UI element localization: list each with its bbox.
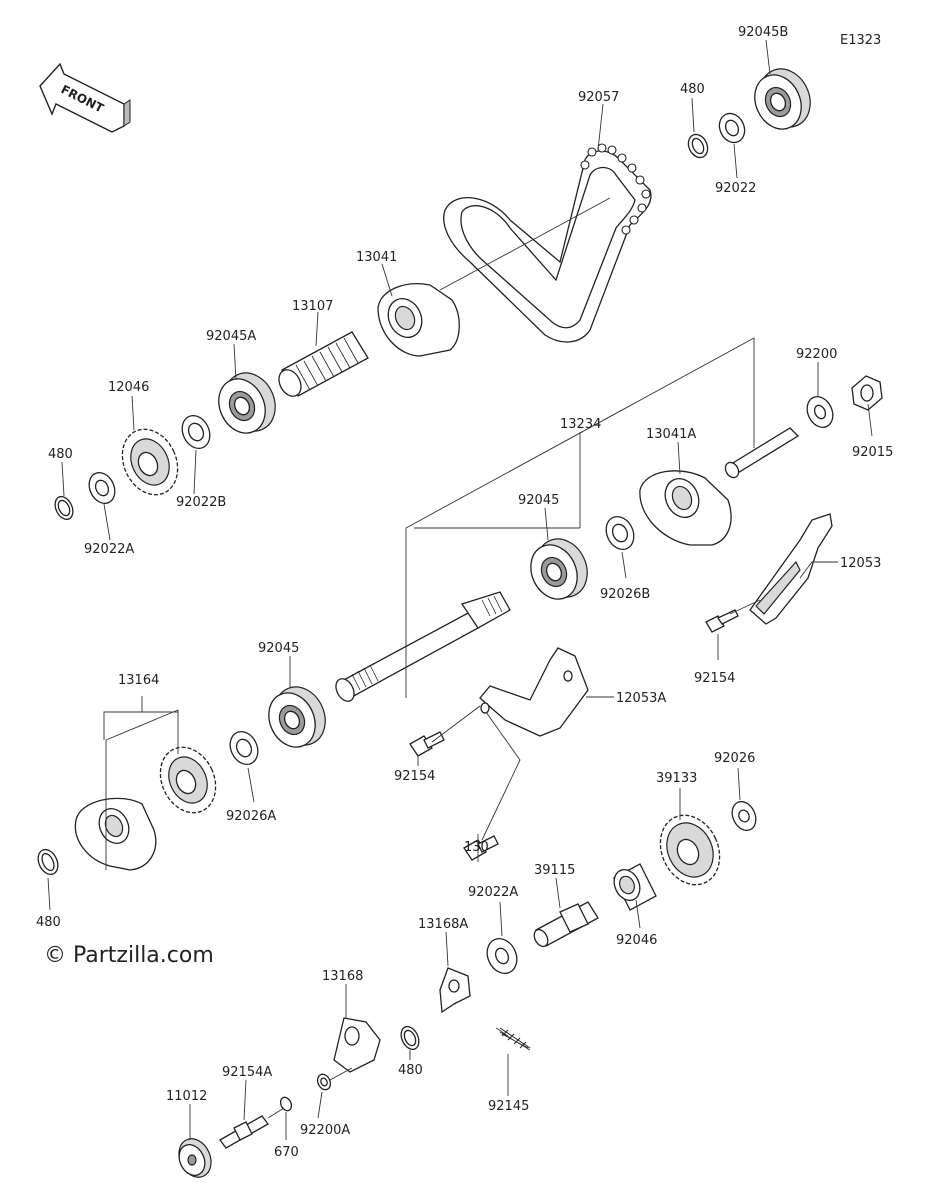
- bracket-part-12053[interactable]: [749, 513, 833, 625]
- bolt-part-130[interactable]: [463, 835, 499, 861]
- front-arrow-icon: FRONT: [39, 62, 131, 133]
- label-92022B: 92022B: [176, 495, 226, 510]
- label-92046: 92046: [616, 933, 657, 948]
- washer-part-92022B[interactable]: [177, 411, 215, 453]
- label-92022A-low: 92022A: [468, 885, 518, 900]
- washer-part-92026B[interactable]: [601, 512, 639, 554]
- label-92045-mid: 92045: [518, 493, 559, 508]
- label-92026: 92026: [714, 751, 755, 766]
- washer-part-92022[interactable]: [715, 109, 749, 146]
- label-92022: 92022: [715, 181, 756, 196]
- nut-part-92015[interactable]: [851, 375, 883, 411]
- label-13168: 13168: [322, 969, 363, 984]
- sprocket-hub-part-13041[interactable]: [377, 283, 460, 357]
- lever-part-13168[interactable]: [333, 1017, 381, 1073]
- oring-part-670[interactable]: [279, 1096, 294, 1113]
- label-92022A: 92022A: [84, 542, 134, 557]
- circlip-part-480-left[interactable]: [52, 494, 77, 523]
- label-92154-mid: 92154: [394, 769, 435, 784]
- label-92015: 92015: [852, 445, 893, 460]
- leader-lines: [47, 39, 873, 1140]
- circlip-part-480-lower[interactable]: [398, 1024, 423, 1053]
- label-670: 670: [274, 1145, 299, 1160]
- label-92026B: 92026B: [600, 587, 650, 602]
- bearing-part-92045A[interactable]: [210, 365, 284, 441]
- label-13168A: 13168A: [418, 917, 468, 932]
- label-92026A: 92026A: [226, 809, 276, 824]
- washer-part-92200A[interactable]: [315, 1072, 333, 1092]
- label-11012: 11012: [166, 1089, 207, 1104]
- bolt-part-92154-right[interactable]: [705, 609, 739, 633]
- label-92154-right: 92154: [694, 671, 735, 686]
- circlip-part-480-bottom[interactable]: [34, 846, 61, 877]
- washer-part-92022A[interactable]: [84, 468, 119, 507]
- label-13234: 13234: [560, 417, 601, 432]
- washer-part-92026[interactable]: [728, 798, 761, 834]
- diagram-code: E1323: [840, 33, 881, 48]
- needle-bearing-part-92046[interactable]: [609, 863, 657, 911]
- label-12053: 12053: [840, 556, 881, 571]
- bearing-part-92045-mid[interactable]: [522, 531, 596, 607]
- label-130: 130: [464, 840, 489, 855]
- pin-part[interactable]: [723, 427, 800, 480]
- washer-part-92200[interactable]: [802, 392, 837, 431]
- label-92200: 92200: [796, 347, 837, 362]
- label-480-left: 480: [48, 447, 73, 462]
- label-13164: 13164: [118, 673, 159, 688]
- circlip-part-480-top[interactable]: [685, 131, 711, 160]
- label-39115: 39115: [534, 863, 575, 878]
- label-13041: 13041: [356, 250, 397, 265]
- label-480-bottom: 480: [36, 915, 61, 930]
- spring-part-92145[interactable]: [495, 1027, 531, 1051]
- chain-part-92057[interactable]: [443, 143, 652, 343]
- bearing-part-92045B[interactable]: [746, 61, 819, 137]
- bearing-part-92045-low[interactable]: [260, 679, 334, 755]
- sprocket-part-13164[interactable]: [150, 738, 226, 822]
- bolt-part-92154-mid[interactable]: [409, 731, 445, 757]
- gear-part-39133[interactable]: [649, 806, 730, 895]
- splined-shaft-part-13107[interactable]: [275, 331, 369, 400]
- hub-part-13164[interactable]: [74, 797, 157, 871]
- sprocket-hub-part-13041A[interactable]: [639, 470, 732, 546]
- label-92045B: 92045B: [738, 25, 788, 40]
- bracket-part-12053A[interactable]: [479, 647, 589, 737]
- shaft-part-13234[interactable]: [332, 591, 511, 704]
- plate-part-13168A[interactable]: [439, 967, 471, 1014]
- watermark: © Partzilla.com: [44, 943, 214, 968]
- shaft-part-39115[interactable]: [531, 901, 599, 949]
- label-92045-low: 92045: [258, 641, 299, 656]
- label-13041A: 13041A: [646, 427, 696, 442]
- washer-part-92022A-low[interactable]: [482, 934, 523, 978]
- label-480-lower: 480: [398, 1063, 423, 1078]
- label-92045A: 92045A: [206, 329, 256, 344]
- label-39133: 39133: [656, 771, 697, 786]
- sprocket-part-12046[interactable]: [112, 420, 188, 504]
- label-92200A: 92200A: [300, 1123, 350, 1138]
- label-12046: 12046: [108, 380, 149, 395]
- label-92154A: 92154A: [222, 1065, 272, 1080]
- washer-part-92026A[interactable]: [225, 727, 263, 769]
- label-12053A: 12053A: [616, 691, 666, 706]
- label-13107: 13107: [292, 299, 333, 314]
- cap-part-11012[interactable]: [173, 1134, 217, 1183]
- bolt-part-92154A[interactable]: [219, 1115, 269, 1149]
- label-92057: 92057: [578, 90, 619, 105]
- label-92145: 92145: [488, 1099, 529, 1114]
- label-480-top: 480: [680, 82, 705, 97]
